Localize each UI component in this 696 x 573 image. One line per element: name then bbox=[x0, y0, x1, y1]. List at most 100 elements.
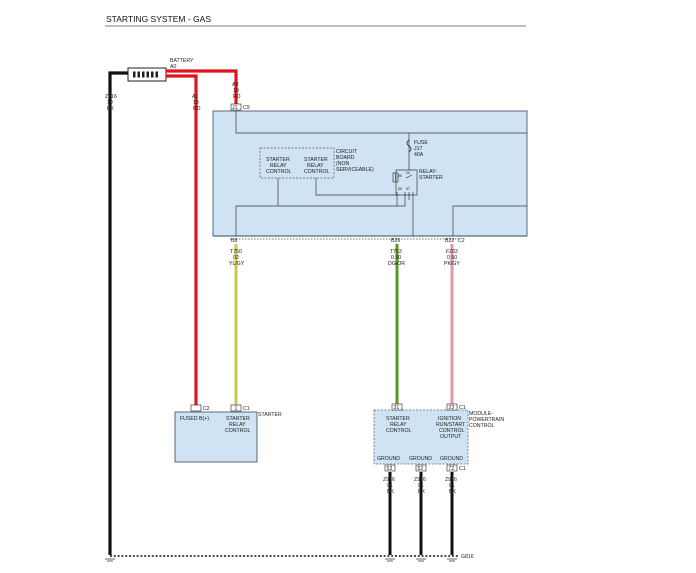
pcm-pin-53 bbox=[384, 464, 396, 472]
pdc-starter-relay-control-1-c: CONTROL bbox=[266, 169, 291, 175]
starter-pin-control bbox=[230, 404, 242, 412]
ground-wire-3-size: 01 bbox=[449, 483, 455, 489]
ground-wire-3-color: BK bbox=[449, 489, 456, 495]
connector-c2-top: C2 bbox=[458, 238, 465, 244]
wire-t752-color: DG/OR bbox=[388, 261, 405, 267]
ground-symbol-icon bbox=[105, 558, 457, 562]
wire-t750-size: 02 bbox=[233, 255, 239, 261]
connector-j1-label: J1 bbox=[232, 105, 238, 111]
pdc-starter-relay-control-1-b: RELAY bbox=[270, 163, 287, 169]
pcm-pin-31 bbox=[391, 403, 403, 411]
pcm-src-1: STARTER bbox=[386, 416, 410, 422]
relay-pin-30: 30 bbox=[406, 171, 410, 175]
pcm-src-3: CONTROL bbox=[386, 428, 411, 434]
wire-t750-color: YL/GY bbox=[229, 261, 245, 267]
pcm-connector-c1b: C1 bbox=[459, 466, 466, 472]
pcm-ign-4: OUTPUT bbox=[440, 434, 462, 440]
ground-wire-main bbox=[108, 71, 128, 555]
ground-point-label: G816 bbox=[461, 554, 474, 560]
circuit-board bbox=[259, 147, 335, 179]
pcm-pin-23-label: 23 bbox=[449, 405, 455, 411]
relay-pin-85: 85 bbox=[398, 174, 402, 178]
wire-f202-size: 0.50 bbox=[447, 255, 457, 261]
pcm-pin-52-label: 52 bbox=[418, 466, 424, 472]
pcm-ign-3: CONTROL bbox=[439, 428, 464, 434]
starter-control-2: RELAY bbox=[229, 422, 246, 428]
wire-t752-code: T752 bbox=[390, 249, 402, 255]
wire-a1-color: RD bbox=[193, 106, 201, 112]
wire-a0-color: RD bbox=[233, 94, 241, 100]
circuit-board-label-3: (NON bbox=[336, 161, 350, 167]
wire-a0-size: 19 bbox=[233, 88, 239, 94]
powertrain-control-module bbox=[373, 409, 469, 465]
pdc-internal-wiring bbox=[235, 111, 527, 236]
circuit-board-label-4: SERVICEABLE) bbox=[336, 167, 374, 173]
fuse-label-3: 40A bbox=[414, 152, 424, 158]
connector-b22: B22 bbox=[445, 238, 454, 244]
starter-fused-b: FUSED B(+) bbox=[180, 416, 209, 422]
pcm-pin-52 bbox=[415, 464, 427, 472]
starter-pin-1: 1 bbox=[235, 406, 238, 412]
connector-b8: B8 bbox=[231, 238, 237, 244]
starter-connector-c1: C1 bbox=[243, 406, 250, 412]
pdc-starter-relay-control-1-a: STARTER bbox=[266, 157, 290, 163]
wire-a0 bbox=[166, 69, 238, 104]
fuse-label-1: FUSE bbox=[414, 140, 428, 146]
starter-pin-fused bbox=[190, 404, 202, 412]
ground-wire-1-color: BK bbox=[387, 489, 394, 495]
pcm-pin-72-label: 72 bbox=[449, 466, 455, 472]
wire-t752-size: 0.50 bbox=[391, 255, 401, 261]
pcm-name-1: MODULE- bbox=[469, 411, 493, 417]
wire-f202-color: PK/GY bbox=[444, 261, 460, 267]
pcm-ign-2: RUN/START bbox=[436, 422, 466, 428]
connector-b26: B26 bbox=[391, 238, 400, 244]
relay-label-1: RELAY- bbox=[419, 169, 437, 175]
ground-wire-2-code: Z916 bbox=[414, 477, 426, 483]
pcm-ground-3: GROUND bbox=[440, 456, 463, 462]
battery-id: A0 bbox=[170, 64, 176, 70]
pcm-pin-72 bbox=[446, 464, 458, 472]
pcm-src-2: RELAY bbox=[390, 422, 407, 428]
wire-ground-main-code: Z916 bbox=[105, 94, 117, 100]
pcm-pin-53-label: 53 bbox=[387, 466, 393, 472]
pdc-starter-relay-control-2-a: STARTER bbox=[304, 157, 328, 163]
circuit-board-label-2: BOARD bbox=[336, 155, 355, 161]
ground-wire-1-code: Z916 bbox=[383, 477, 395, 483]
relay-label-2: STARTER bbox=[419, 175, 443, 181]
connector-c9-label: C9 bbox=[243, 105, 250, 111]
starter-name: STARTER bbox=[258, 412, 282, 418]
relay-icon bbox=[392, 172, 413, 183]
wire-ground-main-size: 19 bbox=[107, 100, 113, 106]
wire-a1-code: A1 bbox=[192, 94, 198, 100]
ground-wire-3-code: Z916 bbox=[445, 477, 457, 483]
ground-wire-2-color: BK bbox=[418, 489, 425, 495]
starter-connector-c2: C2 bbox=[203, 406, 210, 412]
wire-a1 bbox=[166, 74, 198, 411]
pcm-pin-31-label: 31 bbox=[394, 405, 400, 411]
fuse-icon bbox=[406, 139, 412, 153]
pdc-starter-relay-control-2-b: RELAY bbox=[307, 163, 324, 169]
wire-t750-code: T750 bbox=[230, 249, 242, 255]
wire-ground-main-color: BK bbox=[107, 106, 114, 112]
relay-pin-87: 87 bbox=[406, 187, 410, 191]
fuse-label-2: J17 bbox=[414, 146, 422, 152]
pdc-starter-relay-control-2-c: CONTROL bbox=[304, 169, 329, 175]
starter-module bbox=[174, 411, 258, 463]
battery-label: BATTERY bbox=[170, 58, 194, 64]
pcm-pin-23 bbox=[446, 403, 458, 411]
starter-control-1: STARTER bbox=[226, 416, 250, 422]
circuit-board-label-1: CIRCUIT bbox=[336, 149, 358, 155]
page-title: STARTING SYSTEM - GAS bbox=[106, 14, 211, 24]
battery-icon bbox=[127, 67, 167, 82]
wire-a0-code: A0 bbox=[232, 82, 238, 88]
pcm-name-3: CONTROL bbox=[469, 423, 494, 429]
starter-control-3: CONTROL bbox=[225, 428, 250, 434]
ground-wire-2-size: 01 bbox=[418, 483, 424, 489]
wire-f202-code: F202 bbox=[446, 249, 458, 255]
pcm-ign-1: IGNITION bbox=[438, 416, 461, 422]
pcm-ground-1: GROUND bbox=[377, 456, 400, 462]
ground-wire-1-size: 01 bbox=[387, 483, 393, 489]
pcm-ground-2: GROUND bbox=[409, 456, 432, 462]
wire-a1-size: 19 bbox=[193, 100, 199, 106]
